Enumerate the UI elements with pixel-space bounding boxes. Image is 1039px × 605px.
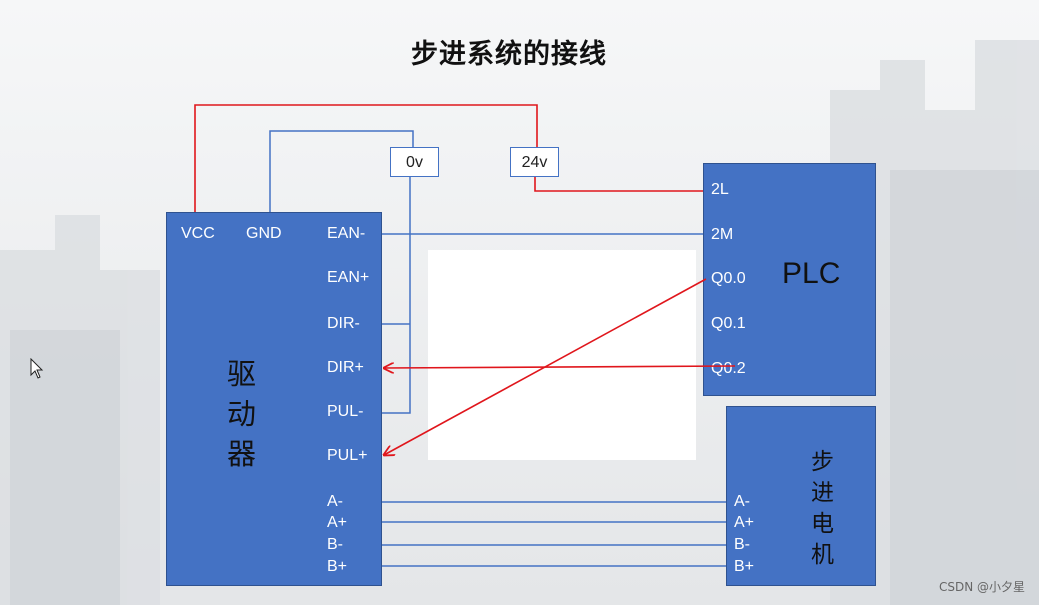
driver-terminal-pul-plus: PUL+ (327, 447, 368, 464)
slide-title: 步进系统的接线 (411, 39, 607, 70)
plc-terminal-2m: 2M (711, 226, 734, 243)
plc-terminal-2l: 2L (711, 181, 729, 198)
driver-terminal-ean-minus: EAN- (327, 225, 366, 242)
motor-name-char-1: 步 (811, 449, 834, 475)
driver-terminal-vcc: VCC (181, 225, 215, 242)
driver-name-char-3: 器 (227, 437, 257, 471)
wire-q00-to-pul-plus (384, 278, 707, 455)
wire-q02-to-dir-plus (384, 366, 736, 368)
wire-gnd-to-0v (269, 130, 414, 212)
driver-terminal-b-plus: B+ (327, 558, 348, 575)
driver-terminal-dir-minus: DIR- (327, 315, 360, 332)
motor-terminal-a-plus: A+ (734, 514, 755, 531)
motor-name-char-4: 机 (811, 542, 834, 568)
wire-vcc-to-24v (194, 104, 538, 212)
plc-terminal-q02: Q0.2 (711, 360, 746, 377)
driver-name-char-1: 驱 (227, 357, 257, 391)
motor-name-char-3: 电 (811, 511, 834, 537)
motor-box: A- A+ B- B+ 步 进 电 机 (726, 406, 876, 586)
supply-0v-box: 0v (390, 147, 439, 177)
plc-terminal-q00: Q0.0 (711, 270, 746, 287)
motor-name-char-2: 进 (811, 480, 834, 506)
white-panel (428, 250, 696, 460)
driver-terminal-a-plus: A+ (327, 514, 348, 531)
watermark: CSDN @小夕星 (938, 580, 1025, 594)
driver-terminal-ean-plus: EAN+ (327, 269, 370, 286)
wire-24v-to-2l (534, 177, 703, 192)
driver-terminal-gnd: GND (246, 225, 282, 242)
driver-terminal-b-minus: B- (327, 536, 343, 553)
mouse-cursor-icon (30, 358, 44, 379)
wire-0v-bus (382, 177, 411, 414)
plc-box: 2L 2M Q0.0 Q0.1 Q0.2 PLC (703, 163, 876, 396)
driver-terminal-pul-minus: PUL- (327, 403, 364, 420)
driver-terminal-dir-plus: DIR+ (327, 359, 364, 376)
driver-terminal-a-minus: A- (327, 493, 343, 510)
driver-box: VCC GND EAN- EAN+ DIR- DIR+ PUL- PUL+ A-… (166, 212, 382, 586)
motor-terminal-b-minus: B- (734, 536, 750, 553)
motor-terminal-a-minus: A- (734, 493, 750, 510)
plc-name: PLC (782, 257, 841, 290)
plc-terminal-q01: Q0.1 (711, 315, 746, 332)
driver-name-char-2: 动 (227, 397, 257, 431)
motor-terminal-b-plus: B+ (734, 558, 755, 575)
supply-24v-box: 24v (510, 147, 559, 177)
